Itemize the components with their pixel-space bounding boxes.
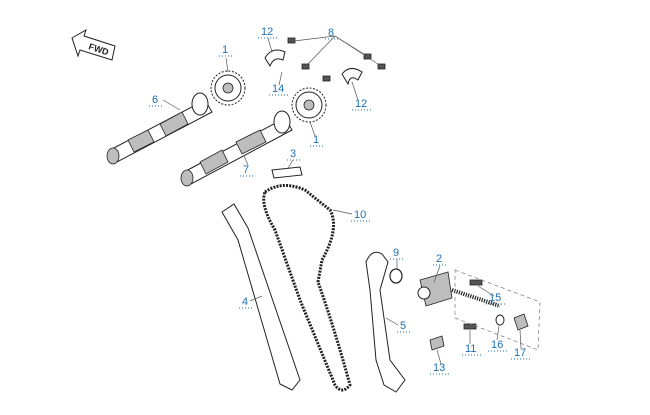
callout-5[interactable]: 5 — [400, 320, 406, 332]
fwd-arrow-icon: FWD — [71, 28, 116, 61]
callout-13[interactable]: 13 — [433, 362, 445, 374]
callout-4[interactable]: 4 — [242, 296, 248, 308]
chain-guide-fixed — [221, 203, 301, 391]
chain-guide-pad — [271, 166, 303, 179]
callout-10[interactable]: 10 — [354, 209, 366, 221]
callout-8[interactable]: 8 — [328, 27, 334, 39]
callout-17[interactable]: 17 — [514, 347, 526, 359]
leader-lines — [162, 35, 522, 365]
callout-1-lower[interactable]: 1 — [313, 134, 319, 146]
tensioner-bolt-lower — [463, 323, 477, 330]
timing-chain — [262, 184, 352, 392]
tensioner-bolt-upper — [469, 279, 483, 286]
bolts-group — [287, 37, 386, 82]
callout-16[interactable]: 16 — [491, 339, 503, 351]
callout-7[interactable]: 7 — [243, 164, 249, 176]
callout-15[interactable]: 15 — [489, 292, 501, 304]
o-ring — [389, 268, 403, 284]
cam-sprocket-upper — [210, 70, 246, 106]
callout-2[interactable]: 2 — [436, 253, 442, 265]
callout-12-upper[interactable]: 12 — [261, 26, 273, 38]
chain-tensioner — [417, 271, 453, 307]
tensioner-plunger — [429, 335, 445, 351]
callout-12-lower[interactable]: 12 — [355, 98, 367, 110]
callout-6[interactable]: 6 — [152, 94, 158, 106]
cam-sprocket-lower — [291, 87, 327, 123]
tensioner-cap-bolt — [513, 313, 529, 331]
callout-14[interactable]: 14 — [272, 83, 284, 95]
camshaft-intake — [180, 110, 293, 187]
sealing-washer — [495, 314, 505, 326]
retainer-clip-lower — [341, 68, 363, 86]
callout-11[interactable]: 11 — [465, 343, 476, 355]
callout-9[interactable]: 9 — [393, 247, 399, 259]
camshaft-exhaust — [106, 92, 213, 165]
tensioner-blade — [365, 251, 406, 393]
retainer-clip-upper — [264, 49, 286, 68]
callout-1-upper[interactable]: 1 — [222, 44, 228, 56]
callout-3[interactable]: 3 — [290, 148, 296, 160]
